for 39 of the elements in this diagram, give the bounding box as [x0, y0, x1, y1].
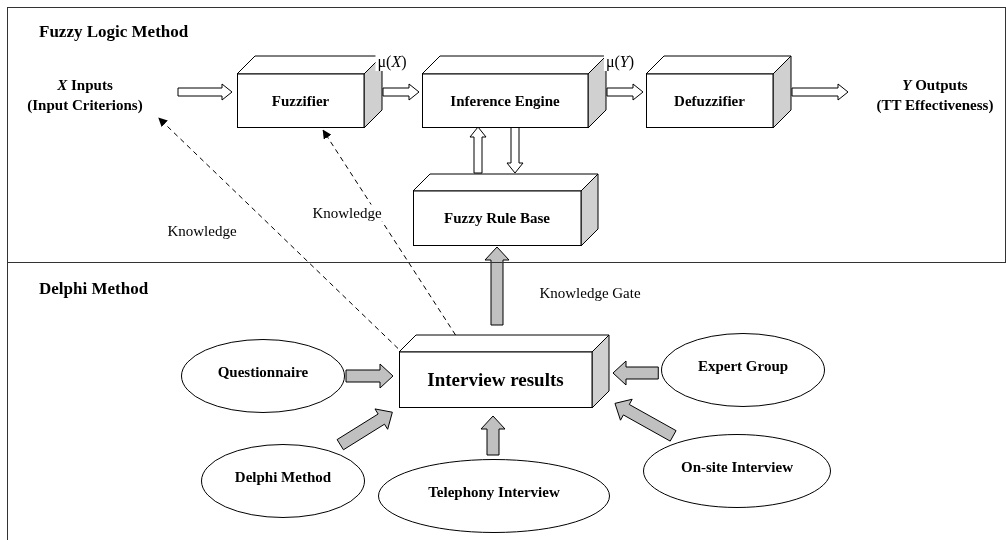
edge-label: μ(X) [375, 53, 409, 71]
block-arrow [336, 408, 393, 451]
edge-label: Knowledge [310, 204, 384, 222]
box-label: Fuzzy Rule Base [444, 210, 550, 227]
block-arrow [612, 360, 659, 386]
dashed-arrow [158, 117, 399, 349]
text-label: (Input Criterions) [27, 96, 143, 115]
section-heading: Fuzzy Logic Method [39, 22, 189, 42]
block-arrow [791, 83, 849, 101]
block-arrow [506, 126, 524, 174]
box-label: Defuzzifier [674, 92, 745, 110]
block-arrow [469, 126, 487, 174]
block-arrow [382, 83, 420, 101]
dashed-arrow [322, 129, 457, 336]
block-arrow [345, 363, 394, 389]
ellipse-label: Questionnaire [217, 363, 309, 381]
text-label: (TT Effectiveness) [876, 96, 994, 115]
ellipse-label: Telephony Interview [428, 483, 560, 501]
block-arrow [606, 83, 644, 101]
ellipse-node [201, 444, 365, 518]
ellipse-node [181, 339, 345, 413]
text-label: Y Outputs [902, 76, 968, 95]
section-heading: Delphi Method [39, 279, 149, 299]
block-arrow [480, 415, 506, 456]
text-label: X Inputs [57, 76, 113, 95]
box-label: Interview results [427, 369, 564, 391]
block-arrow [177, 83, 233, 101]
block-arrow [614, 398, 677, 442]
ellipse-label: Expert Group [697, 357, 789, 375]
edge-label: μ(Y) [603, 53, 637, 71]
section-panel [7, 7, 1006, 263]
box-label: Inference Engine [450, 92, 560, 110]
ellipse-node [378, 459, 610, 533]
ellipse-node [643, 434, 831, 508]
ellipse-label: On-site Interview [680, 458, 794, 476]
box-label: Fuzzifier [271, 92, 330, 110]
ellipse-node [661, 333, 825, 407]
ellipse-label: Delphi Method [234, 468, 332, 486]
block-arrow [484, 246, 510, 326]
